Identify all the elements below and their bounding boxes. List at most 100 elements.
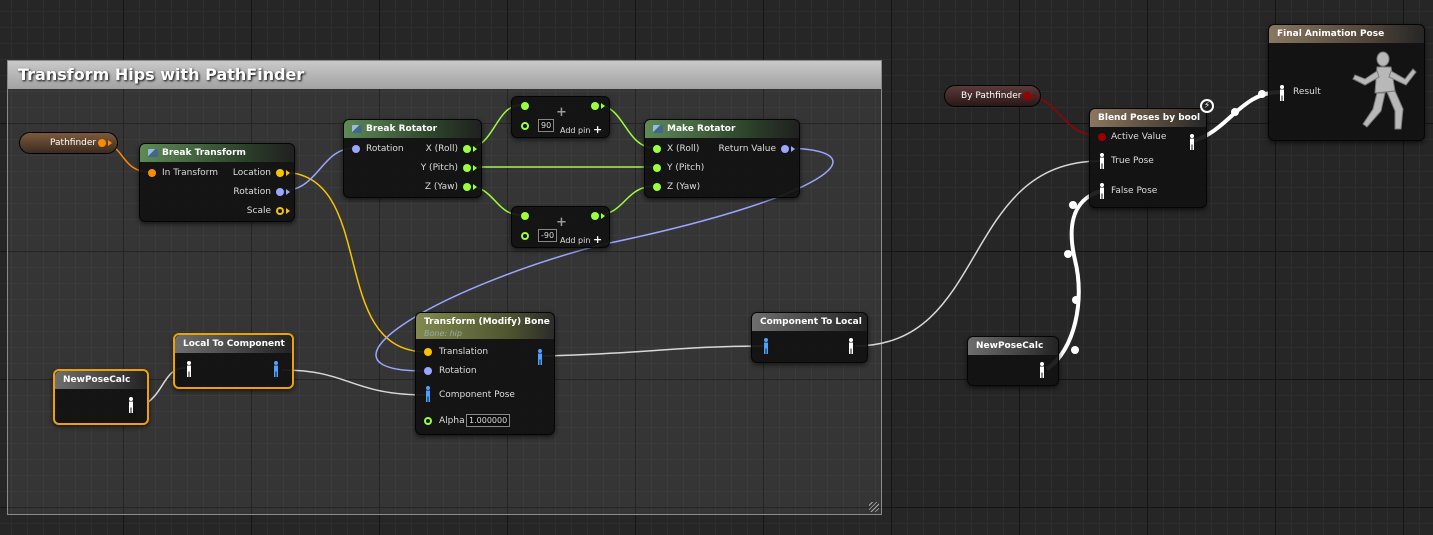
- result-pose-icon[interactable]: [1278, 85, 1286, 101]
- translation-pin[interactable]: [424, 348, 432, 356]
- location-pin[interactable]: [276, 169, 284, 177]
- blend-poses-title: Blend Poses by bool: [1098, 113, 1201, 123]
- scale-label: Scale: [246, 206, 271, 216]
- function-icon: [148, 148, 158, 157]
- wire-transform-to-component: [542, 345, 764, 357]
- add-node-bottom[interactable]: -90 + Add pin +: [511, 206, 610, 248]
- in-transform-pin[interactable]: [148, 169, 156, 177]
- add-bottom-output-pin[interactable]: [591, 212, 599, 220]
- false-pose-icon[interactable]: [1098, 183, 1106, 199]
- add-bottom-input-a-pin[interactable]: [521, 212, 529, 220]
- fast-path-lightning-icon: ⚡: [1200, 99, 1214, 113]
- new-pose-calc-node-right[interactable]: NewPoseCalc: [967, 336, 1059, 386]
- pitch-in-label: Y (Pitch): [667, 163, 705, 173]
- break-transform-node[interactable]: Break Transform In Transform Location Ro…: [139, 143, 295, 222]
- bone-rotation-pin[interactable]: [424, 367, 432, 375]
- pitch-in-pin[interactable]: [653, 164, 661, 172]
- add-top-value-field[interactable]: 90: [538, 119, 555, 132]
- local-to-component-title: Local To Component: [183, 339, 285, 349]
- blend-pose-out-icon[interactable]: [1188, 134, 1196, 150]
- pose-out-icon[interactable]: [536, 349, 544, 365]
- yaw-in-label: Z (Yaw): [667, 182, 701, 192]
- transform-bone-title: Transform (Modify) Bone: [424, 317, 550, 327]
- new-pose-calc-left-title: NewPoseCalc: [63, 375, 131, 385]
- add-top-input-b-pin[interactable]: [521, 122, 529, 130]
- alpha-pin[interactable]: [424, 417, 432, 425]
- break-rotator-node[interactable]: Break Rotator Rotation X (Roll) Y (Pitch…: [343, 119, 482, 198]
- in-transform-label: In Transform: [162, 168, 218, 178]
- transform-bone-subtitle: Bone: hip: [424, 329, 462, 338]
- add-top-input-a-pin[interactable]: [521, 102, 529, 110]
- by-pathfinder-output-pin[interactable]: [1023, 92, 1031, 100]
- scale-arrow: [286, 208, 290, 214]
- roll-out-pin[interactable]: [463, 145, 471, 153]
- roll-in-pin[interactable]: [653, 145, 661, 153]
- final-animation-pose-node[interactable]: Final Animation Pose Result: [1268, 24, 1425, 141]
- component-pose-in-icon[interactable]: [762, 338, 770, 354]
- by-pathfinder-label: By Pathfinder: [961, 91, 1022, 101]
- return-value-pin[interactable]: [781, 145, 789, 153]
- add-top-output-pin[interactable]: [591, 102, 599, 110]
- transform-bone-node[interactable]: Transform (Modify) Bone Bone: hip Transl…: [415, 312, 555, 435]
- local-to-component-header: Local To Component: [175, 335, 292, 353]
- result-label: Result: [1293, 87, 1321, 97]
- make-rotator-node[interactable]: Make Rotator X (Roll) Y (Pitch) Z (Yaw) …: [644, 119, 800, 198]
- add-bottom-add-pin-button[interactable]: Add pin +: [560, 233, 603, 246]
- true-pose-label: True Pose: [1111, 156, 1154, 166]
- rotation-pin[interactable]: [276, 188, 284, 196]
- component-pose-label: Component Pose: [439, 390, 515, 400]
- component-to-local-node[interactable]: Component To Local: [751, 312, 868, 363]
- new-pose-calc-node-left[interactable]: NewPoseCalc: [53, 369, 149, 425]
- rotator-in-label: Rotation: [366, 144, 404, 154]
- rotation-label: Rotation: [233, 187, 271, 197]
- add-bottom-value-field[interactable]: -90: [538, 229, 558, 242]
- final-pose-title: Final Animation Pose: [1277, 29, 1385, 39]
- local-pose-out-icon[interactable]: [847, 338, 855, 354]
- component-to-local-header: Component To Local: [752, 313, 867, 331]
- location-label: Location: [232, 168, 271, 178]
- alpha-value-field[interactable]: 1.000000: [466, 414, 511, 427]
- add-top-output-arrow: [601, 103, 605, 109]
- yaw-out-pin[interactable]: [463, 183, 471, 191]
- pose-out-icon[interactable]: [127, 397, 135, 413]
- scale-pin[interactable]: [276, 207, 284, 215]
- roll-out-label: X (Roll): [425, 144, 458, 154]
- comment-title[interactable]: Transform Hips with PathFinder: [8, 61, 881, 89]
- pathfinder-output-arrow: [108, 140, 112, 146]
- add-top-add-pin-button[interactable]: Add pin +: [560, 123, 603, 136]
- make-rotator-title: Make Rotator: [667, 124, 736, 134]
- blend-poses-node[interactable]: Blend Poses by bool Active Value True Po…: [1089, 108, 1207, 208]
- add-bottom-input-b-pin[interactable]: [521, 232, 529, 240]
- add-node-top[interactable]: 90 + Add pin +: [511, 96, 610, 138]
- roll-out-arrow: [473, 146, 477, 152]
- new-pose-calc-right-title: NewPoseCalc: [976, 341, 1044, 351]
- new-pose-calc-right-header: NewPoseCalc: [968, 337, 1058, 355]
- return-value-arrow: [791, 146, 795, 152]
- local-to-component-node[interactable]: Local To Component: [173, 333, 294, 389]
- wire-local-to-transform: [281, 369, 428, 396]
- false-pose-label: False Pose: [1111, 186, 1158, 196]
- local-pose-in-icon[interactable]: [185, 361, 193, 377]
- location-arrow: [286, 170, 290, 176]
- by-pathfinder-variable-node[interactable]: By Pathfinder: [944, 85, 1041, 107]
- make-rotator-header: Make Rotator: [645, 120, 799, 138]
- pitch-out-label: Y (Pitch): [420, 163, 458, 173]
- pitch-out-pin[interactable]: [463, 164, 471, 172]
- active-value-label: Active Value: [1111, 132, 1167, 142]
- function-icon: [653, 124, 663, 133]
- component-pose-out-icon[interactable]: [272, 361, 280, 377]
- roll-in-label: X (Roll): [667, 144, 700, 154]
- comment-resize-handle[interactable]: [869, 502, 879, 512]
- rotation-arrow: [286, 189, 290, 195]
- rotator-in-pin[interactable]: [352, 145, 360, 153]
- component-pose-in-icon[interactable]: [424, 386, 432, 402]
- pathfinder-output-pin[interactable]: [98, 139, 106, 147]
- active-value-pin[interactable]: [1098, 133, 1106, 141]
- pose-out-icon[interactable]: [1038, 362, 1046, 378]
- yaw-in-pin[interactable]: [653, 183, 661, 191]
- true-pose-icon[interactable]: [1098, 153, 1106, 169]
- by-pathfinder-output-arrow: [1033, 93, 1037, 99]
- pathfinder-variable-node[interactable]: Pathfinder: [19, 132, 118, 154]
- component-to-local-title: Component To Local: [760, 317, 862, 327]
- yaw-out-label: Z (Yaw): [424, 182, 458, 192]
